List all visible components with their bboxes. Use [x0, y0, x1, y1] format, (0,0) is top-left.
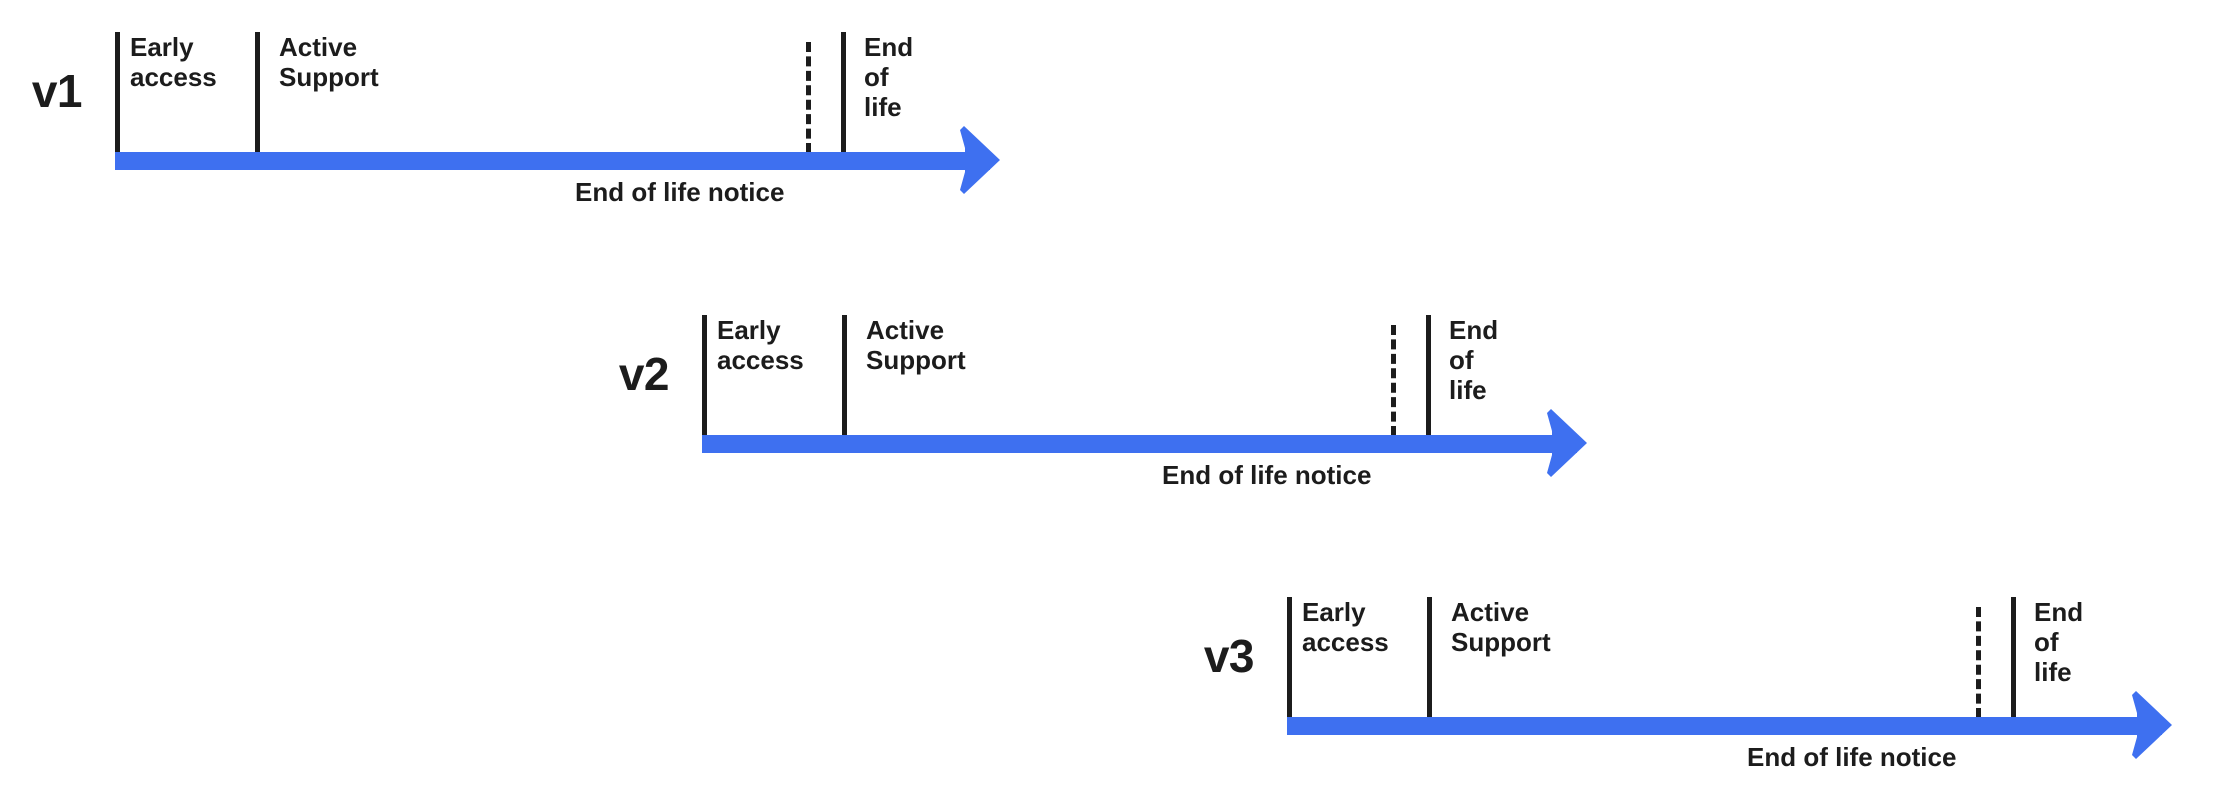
- phase-label-early-access-v2: Early access: [717, 315, 804, 376]
- phase-label-end-of-life-v2: End of life: [1449, 315, 1499, 406]
- divider-early-access-end-v1: [255, 32, 260, 153]
- notice-label-v1: End of life notice: [575, 177, 785, 207]
- divider-start-v1: [115, 32, 120, 153]
- phase-label-early-access-v1: Early access: [130, 32, 217, 93]
- timeline-arrow-head-v1: [952, 126, 1022, 201]
- divider-start-v3: [1287, 597, 1292, 718]
- phase-label-early-access-v3: Early access: [1302, 597, 1389, 658]
- divider-end-of-life-v3: [2011, 597, 2016, 718]
- version-label-v2: v2: [618, 348, 670, 400]
- divider-end-of-life-v2: [1426, 315, 1431, 436]
- divider-early-access-end-v3: [1427, 597, 1432, 718]
- divider-start-v2: [702, 315, 707, 436]
- notice-label-v3: End of life notice: [1747, 742, 1957, 772]
- divider-early-access-end-v2: [842, 315, 847, 436]
- divider-eol-notice-v1: [806, 42, 811, 153]
- timeline-bar-v3: [1287, 717, 2162, 735]
- phase-label-end-of-life-v3: End of life: [2034, 597, 2084, 688]
- phase-label-active-support-v1: Active Support: [279, 32, 379, 93]
- notice-label-v2: End of life notice: [1162, 460, 1372, 490]
- timeline-arrow-head-v3: [2124, 691, 2194, 766]
- phase-label-active-support-v2: Active Support: [866, 315, 966, 376]
- version-label-v1: v1: [31, 65, 83, 117]
- divider-eol-notice-v2: [1391, 325, 1396, 436]
- version-label-v3: v3: [1203, 630, 1255, 682]
- phase-label-end-of-life-v1: End of life: [864, 32, 914, 123]
- divider-end-of-life-v1: [841, 32, 846, 153]
- timeline-bar-v2: [702, 435, 1577, 453]
- phase-label-active-support-v3: Active Support: [1451, 597, 1551, 658]
- divider-eol-notice-v3: [1976, 607, 1981, 718]
- timeline-bar-v1: [115, 152, 990, 170]
- timeline-arrow-head-v2: [1539, 409, 1609, 484]
